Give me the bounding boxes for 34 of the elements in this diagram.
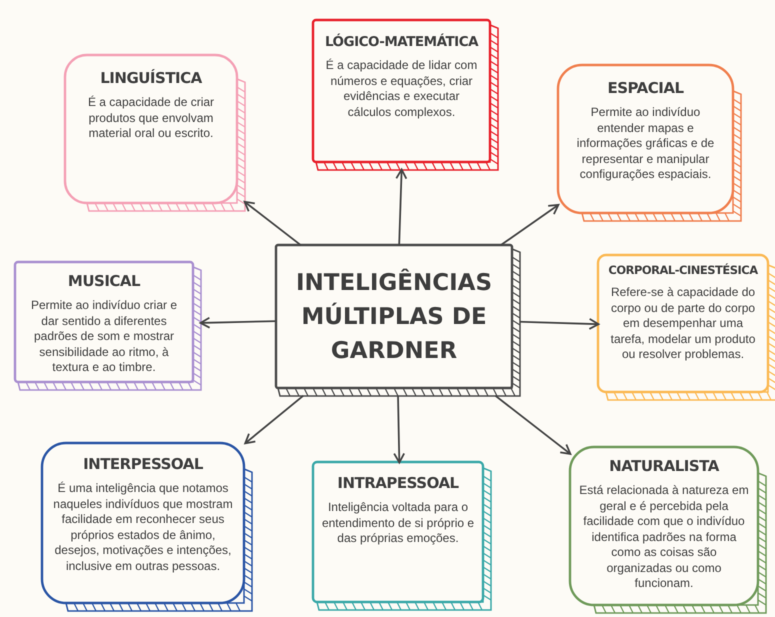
card-box — [65, 55, 245, 211]
card-box — [313, 462, 491, 610]
card-description: Inteligência voltada para o entendimento de si próprio e das próprias emoções. — [321, 500, 475, 546]
card-title: NATURALISTA — [608, 457, 720, 475]
card-title: INTERPESSOAL — [82, 455, 204, 473]
arrow — [494, 394, 572, 455]
card-title: INTELIGÊNCIAS MÚLTIPLAS DE GARDNER — [294, 268, 494, 366]
card-title: INTRAPESSOAL — [336, 474, 460, 492]
card-description: É uma inteligência que notamos naqueles indivíduos que mostram facilidade em reconhecer seus próprios estados de ânimo, desejos, motivações e intenções, inclusive em outras pessoas. — [52, 481, 234, 574]
card-box — [598, 255, 775, 400]
card-description: É a capacidade de lidar com números e equações, criar evidências e executar cálculos complexos. — [324, 58, 478, 120]
card-box — [313, 20, 498, 170]
card-description: Permite ao indivíduo criar e dar sentido a diferentes padrões de som e mostrar sensibilidade ao ritmo, à textura e ao timbre. — [30, 298, 178, 376]
card-box — [276, 245, 520, 396]
arrow — [395, 168, 408, 246]
card-box — [42, 443, 252, 611]
card-title: CORPORAL-CINESTÉSICA — [607, 263, 759, 277]
card-description: Refere-se à capacidade do corpo ou de parte do corpo em desempenhar uma tarefa, modelar um produto ou resolver problemas. — [610, 285, 756, 362]
arrow — [519, 318, 600, 330]
arrow — [244, 200, 302, 246]
card-description: Está relacionada à natureza em geral e é percebida pela facilidade com que o indivíduo identifica padrões na forma como as coisas são organizadas ou como funcionam. — [578, 483, 750, 592]
card-title: LÓGICO-MATEMÁTICA — [324, 34, 480, 50]
card-box — [558, 65, 741, 221]
arrow — [500, 204, 560, 246]
card-box — [15, 262, 201, 390]
card-box — [570, 447, 766, 613]
card-title: MUSICAL — [66, 272, 142, 290]
card-title: ESPACIAL — [606, 79, 685, 97]
arrow — [200, 316, 277, 329]
arrow — [393, 395, 406, 464]
card-title: LINGUÍSTICA — [99, 69, 203, 87]
card-description: É a capacidade de criar produtos que envolvam material oral ou escrito. — [86, 95, 216, 142]
card-description: Permite ao indivíduo entender mapas e informações gráficas e de representar e manipular configurações espaciais. — [576, 105, 716, 182]
arrow — [244, 395, 304, 444]
